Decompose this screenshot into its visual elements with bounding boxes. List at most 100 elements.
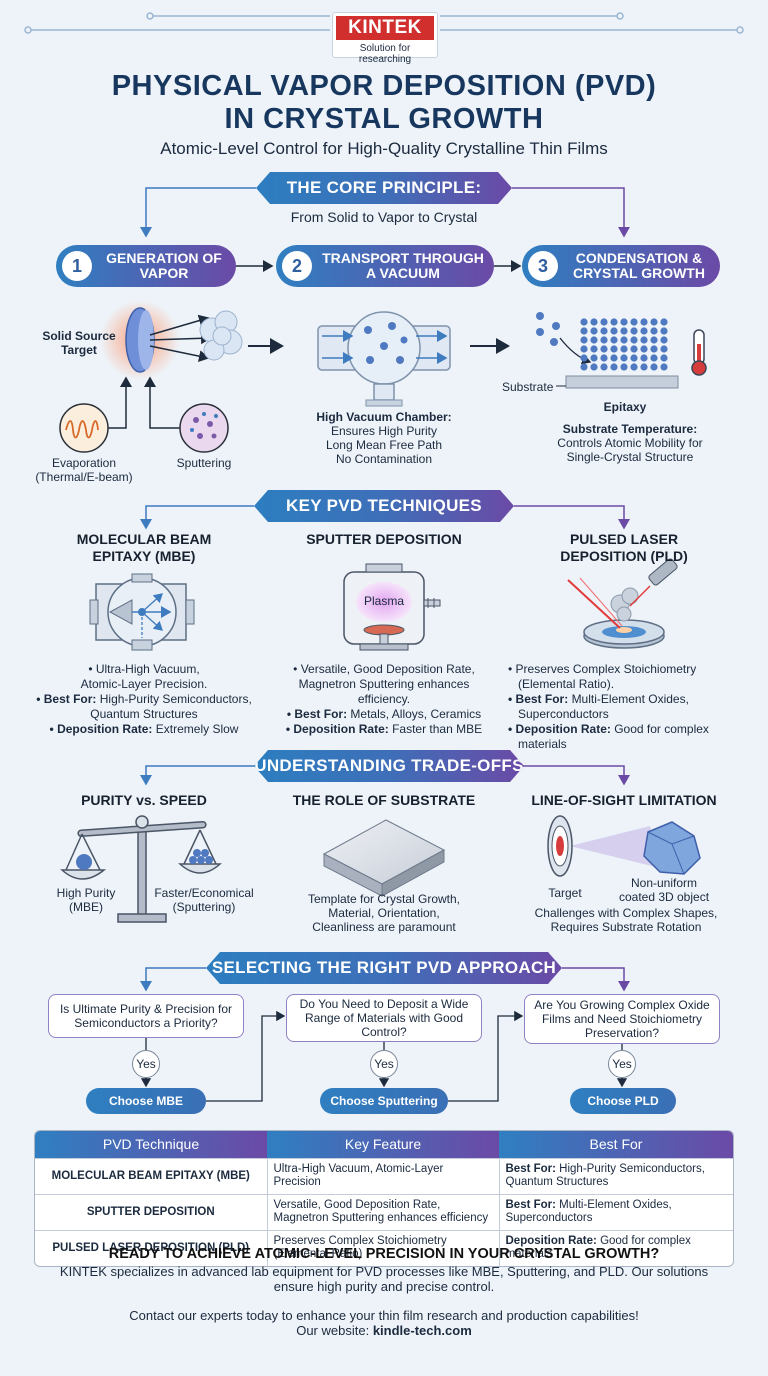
lattice-atom — [610, 318, 618, 326]
choose-mbe-button[interactable]: Choose MBE — [86, 1088, 206, 1114]
pld-best-value: Multi-Element Oxides, — [571, 692, 689, 706]
sputter-bullets: • Versatile, Good Deposition Rate, Magne… — [270, 662, 498, 737]
lattice-atom — [600, 345, 608, 353]
sputter-rate-label: • Deposition Rate: — [285, 722, 389, 736]
lattice-atom — [640, 336, 648, 344]
chamber-line-1: Ensures High Purity — [330, 424, 438, 438]
lattice-atom — [630, 345, 638, 353]
chamber-line-3: No Contamination — [335, 452, 433, 466]
step-1-label: GENERATION OF VAPOR — [106, 250, 222, 281]
mbe-title-line-2: EPITAXY (MBE) — [92, 548, 196, 564]
table-cell-best-for: Deposition Rate: Good for complex materi… — [498, 1229, 733, 1266]
mbe-rate-label: • Deposition Rate: — [49, 722, 153, 736]
chamber-line-2: Long Mean Free Path — [325, 438, 443, 452]
website-label: Our website: — [296, 1323, 370, 1338]
table-cell-technique: SPUTTER DEPOSITION — [35, 1193, 267, 1230]
lattice-atom — [580, 363, 588, 371]
mbe-rate: • Deposition Rate: Extremely Slow — [24, 722, 264, 737]
lattice-atom — [590, 345, 598, 353]
lattice-atom — [650, 345, 658, 353]
mbe-rate-value: Extremely Slow — [155, 722, 239, 736]
nonuniform-label: Non-uniform coated 3D object — [618, 876, 710, 904]
sputter-bullet-1b: Magnetron Sputtering enhances — [298, 677, 470, 691]
pld-title: PULSED LASER DEPOSITION (PLD) — [534, 531, 714, 565]
sputter-chamber-illustration — [343, 563, 441, 651]
lattice-atom — [610, 327, 618, 335]
pld-title-line-2: DEPOSITION (PLD) — [560, 548, 688, 564]
pld-best-value-2: Superconductors — [518, 707, 609, 721]
choose-sputtering-button[interactable]: Choose Sputtering — [320, 1088, 448, 1114]
question-mbe: Is Ultimate Purity & Precision for Semic… — [48, 994, 244, 1038]
mbe-best-label: • Best For: — [36, 692, 97, 706]
lattice-atom — [630, 354, 638, 362]
sputter-title: SPUTTER DEPOSITION — [306, 531, 462, 547]
contact-block: Contact our experts today to enhance you… — [40, 1308, 728, 1338]
target-label: Target — [548, 886, 582, 900]
page-subtitle: Atomic-Level Control for High-Quality Cr… — [160, 139, 608, 158]
lattice-atom — [610, 354, 618, 362]
table-cell-best-label: Deposition Rate: — [505, 1235, 597, 1248]
temp-line-2: Single-Crystal Structure — [566, 450, 694, 464]
sputter-bullet-1: • Versatile, Good Deposition Rate, — [293, 662, 475, 676]
pld-best-label: • Best For: — [508, 692, 569, 706]
lattice-atom — [590, 327, 598, 335]
lattice-atom — [660, 345, 668, 353]
sputter-best-value: Metals, Alloys, Ceramics — [350, 707, 482, 721]
mbe-best-value: High-Purity Semiconductors, — [99, 692, 252, 706]
key-techniques-banner: KEY PVD TECHNIQUES — [254, 490, 514, 522]
high-purity-label: High Purity (MBE) — [56, 886, 116, 914]
lattice-atom — [590, 318, 598, 326]
mbe-best-for: • Best For: High-Purity Semiconductors, — [24, 692, 264, 707]
solid-source-label: Solid Source Target — [42, 329, 116, 357]
pld-bullets: • Preserves Complex Stoichiometry (Eleme… — [508, 662, 748, 752]
epitaxy-illustration — [536, 312, 707, 389]
cta-title: READY TO ACHIEVE ATOMIC-LEVEL PRECISION … — [108, 1246, 660, 1262]
table-cell-best-value: Multi-Element Oxides, Superconductors — [505, 1199, 672, 1224]
lattice-atom — [630, 327, 638, 335]
website-link[interactable]: kindle-tech.com — [372, 1323, 472, 1338]
substrate-role-title: THE ROLE OF SUBSTRATE — [292, 792, 476, 808]
contact-text: Contact our experts today to enhance you… — [129, 1308, 639, 1323]
purity-speed-title: PURITY vs. SPEED — [81, 792, 207, 808]
lattice-atom — [660, 354, 668, 362]
question-sputtering: Do You Need to Deposit a Wide Range of M… — [286, 994, 482, 1042]
kintek-logo: KINTEK Solution for researching — [332, 12, 438, 65]
step-2-label: TRANSPORT THROUGH A VACUUM — [322, 250, 484, 281]
lattice-atom — [660, 336, 668, 344]
lattice-atom — [620, 327, 628, 335]
pld-best-for: • Best For: Multi-Element Oxides, — [508, 692, 748, 707]
lattice-atom — [620, 318, 628, 326]
substrate-line-3: Cleanliness are paramount — [312, 920, 456, 934]
chamber-description: High Vacuum Chamber: Ensures High Purity… — [284, 410, 484, 466]
lattice-atom — [660, 363, 668, 371]
vacuum-chamber-illustration — [317, 311, 510, 407]
los-line-1: Challenges with Complex Shapes, — [534, 906, 718, 920]
sputter-best-label: • Best For: — [286, 707, 348, 721]
lattice-atom — [660, 318, 668, 326]
table-cell-technique: PULSED LASER DEPOSITION (PLD) — [35, 1229, 267, 1266]
choose-pld-button[interactable]: Choose PLD — [570, 1088, 676, 1114]
lattice-atom — [590, 363, 598, 371]
table-header-best-for: Best For — [499, 1131, 733, 1158]
page-title: PHYSICAL VAPOR DEPOSITION (PVD) IN CRYST… — [40, 70, 728, 136]
step-3-label: CONDENSATION & CRYSTAL GROWTH — [573, 250, 705, 281]
lattice-atom — [640, 354, 648, 362]
lattice-atom — [600, 336, 608, 344]
lattice-atom — [610, 336, 618, 344]
header-decor-lines — [24, 12, 744, 34]
table-cell-best-value: Good for complex materials — [505, 1235, 691, 1261]
core-principle-sub: From Solid to Vapor to Crystal — [290, 209, 478, 225]
faster-label: Faster/Economical (Sputtering) — [154, 886, 254, 914]
table-cell-best-label: Best For: — [505, 1199, 556, 1211]
lattice-atom — [630, 318, 638, 326]
lattice-atom — [640, 345, 648, 353]
substrate-block-illustration — [322, 819, 446, 897]
lattice-atom — [620, 345, 628, 353]
lattice-atom — [630, 336, 638, 344]
yes-sputtering: Yes — [370, 1050, 398, 1078]
pld-illustration — [567, 558, 678, 649]
sputter-rate-value: Faster than MBE — [392, 722, 483, 736]
temp-line-1: Controls Atomic Mobility for — [557, 436, 703, 450]
table-row: MOLECULAR BEAM EPITAXY (MBE) Ultra-High … — [35, 1157, 733, 1194]
